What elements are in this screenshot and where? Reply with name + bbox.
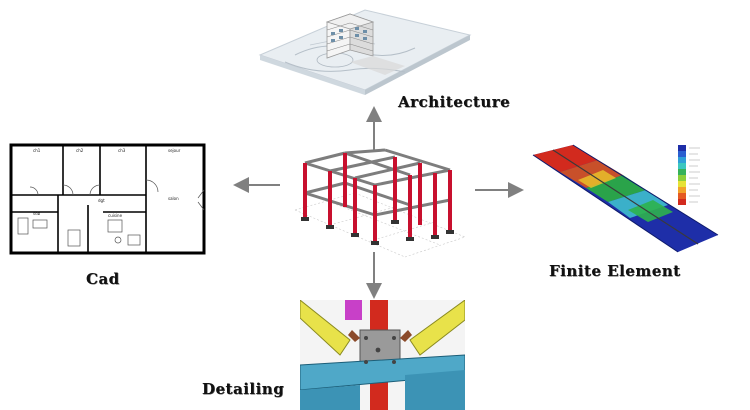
detailing-label: Detailing: [202, 380, 285, 398]
architecture-label: Architecture: [398, 93, 511, 111]
svg-text:ch2: ch2: [76, 148, 84, 153]
architecture-model-image: [255, 0, 475, 115]
svg-text:ch3: ch3: [118, 148, 126, 153]
svg-text:sejour: sejour: [168, 148, 181, 153]
svg-text:sdb: sdb: [33, 211, 41, 216]
detailing-connection-image: [300, 300, 465, 410]
svg-text:ch1: ch1: [33, 148, 41, 153]
svg-text:salon: salon: [168, 196, 179, 201]
finite-element-model-image: [528, 140, 728, 260]
svg-text:cuisine: cuisine: [108, 213, 123, 218]
cad-floor-plan-image: ch1 ch2 ch3 sejour salon sdb dgt cuisine: [8, 140, 208, 255]
structural-frame-model: [285, 145, 475, 265]
finite-element-label: Finite Element: [549, 262, 681, 280]
svg-text:dgt: dgt: [98, 198, 105, 203]
cad-label: Cad: [86, 270, 120, 288]
